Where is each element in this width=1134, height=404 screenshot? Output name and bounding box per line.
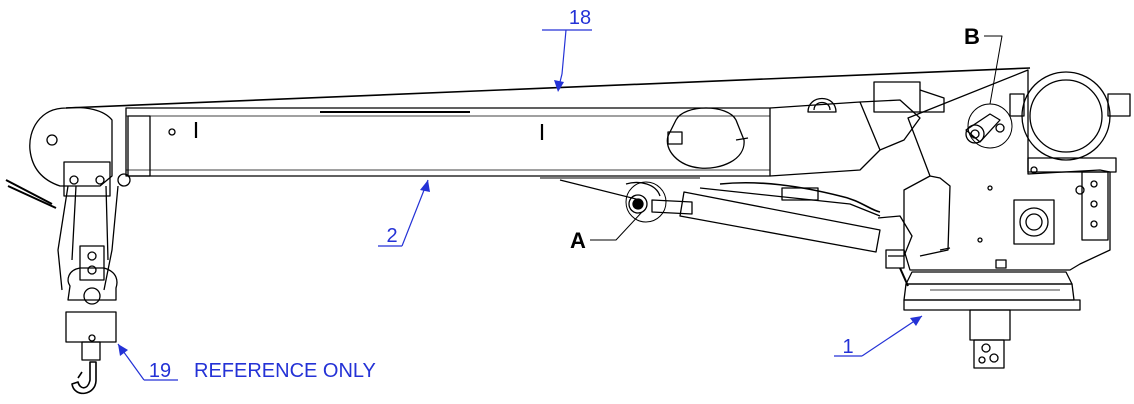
callout-2: 2: [386, 225, 397, 247]
callout-19: 19: [149, 360, 171, 382]
detail-label-a: A: [570, 228, 586, 253]
drive-motor: [973, 339, 1005, 369]
callout-arrowheads: [118, 80, 922, 356]
boom-tip-sheave-icon: [5, 106, 131, 209]
callout-18: 18: [569, 7, 591, 29]
hook-block: [57, 185, 119, 361]
leader-a: [590, 211, 643, 241]
mast-clamp: [1009, 71, 1131, 173]
lifting-eye: [807, 97, 837, 113]
turret-base: [903, 69, 1111, 271]
valve-block: [873, 81, 945, 113]
boom-plate: [666, 107, 749, 169]
detail-b-pivot-icon: [965, 103, 1013, 149]
callout-1: 1: [842, 336, 853, 358]
callout-leaders: [117, 29, 923, 381]
callout-19-note: REFERENCE ONLY: [194, 360, 376, 382]
hook-icon: [71, 361, 97, 395]
detail-a-pivot-pin-icon: [625, 181, 667, 223]
hydraulic-cylinder-icon: [559, 179, 913, 287]
main-boom: [125, 107, 771, 179]
cable-line: [65, 67, 1031, 109]
leader-b: [984, 35, 1003, 105]
slew-ring: [903, 271, 1081, 341]
detail-label-b: B: [964, 24, 980, 49]
